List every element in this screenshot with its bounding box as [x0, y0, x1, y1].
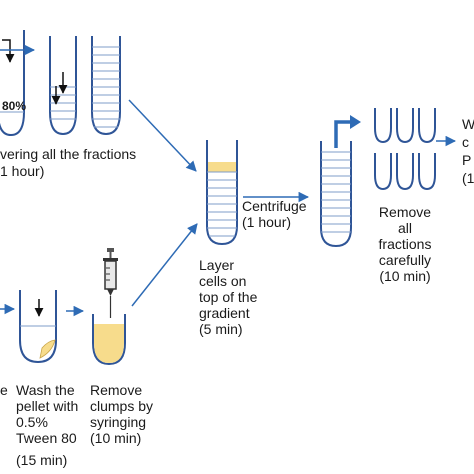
right-cut-line3: P	[462, 152, 472, 168]
wash-tube	[19, 290, 57, 364]
layering-step-label-line1: vering all the fractions	[0, 146, 137, 162]
remove-clumps-line4: (10 min)	[90, 430, 142, 446]
gradient-tube-layering	[49, 36, 77, 136]
syringe-icon	[103, 248, 118, 318]
remove-clumps-line3: syringing	[90, 414, 147, 430]
fraction-tubes	[374, 108, 436, 191]
centrifuge-line2: (1 hour)	[242, 214, 292, 230]
syringe-tube	[92, 314, 126, 366]
right-cut-line4: (1	[462, 170, 474, 186]
gradient-tube-complete	[91, 36, 121, 136]
wash-step-line1: Wash the	[16, 382, 75, 398]
right-cut-line2: c	[462, 134, 469, 150]
remove-fractions-line3: fractions	[378, 236, 432, 252]
remove-clumps-line2: clumps by	[90, 398, 154, 414]
flow-arrows	[0, 44, 457, 317]
wash-step-line2: pellet with	[16, 398, 79, 414]
remove-fractions-line5: (10 min)	[379, 268, 431, 284]
layer-cells-line5: (5 min)	[199, 321, 243, 337]
layered-gradient-tube	[206, 140, 238, 246]
centrifuged-tube	[320, 115, 361, 248]
layer-cells-line2: cells on	[199, 273, 247, 289]
centrifuge-line1: Centrifuge	[242, 198, 307, 214]
layer-cells-line4: gradient	[199, 305, 250, 321]
gradient-percent-label: 80%	[2, 99, 27, 113]
layer-cells-line1: Layer	[199, 257, 235, 273]
remove-fractions-line4: carefully	[378, 252, 432, 268]
wash-step-line3: 0.5%	[16, 414, 48, 430]
left-cut-line1: e	[0, 382, 8, 398]
layering-step-label-line2: 1 hour)	[0, 163, 45, 179]
remove-fractions-line1: Remove	[378, 204, 432, 220]
layer-cells-line3: top of the	[199, 289, 258, 305]
remove-clumps-line1: Remove	[90, 382, 143, 398]
gradient-tube-80	[0, 30, 25, 137]
right-cut-line1: W	[462, 116, 474, 132]
wash-step-line4: Tween 80	[16, 430, 77, 446]
remove-fractions-line2: all	[397, 220, 412, 236]
wash-step-line5: (15 min)	[16, 452, 68, 468]
